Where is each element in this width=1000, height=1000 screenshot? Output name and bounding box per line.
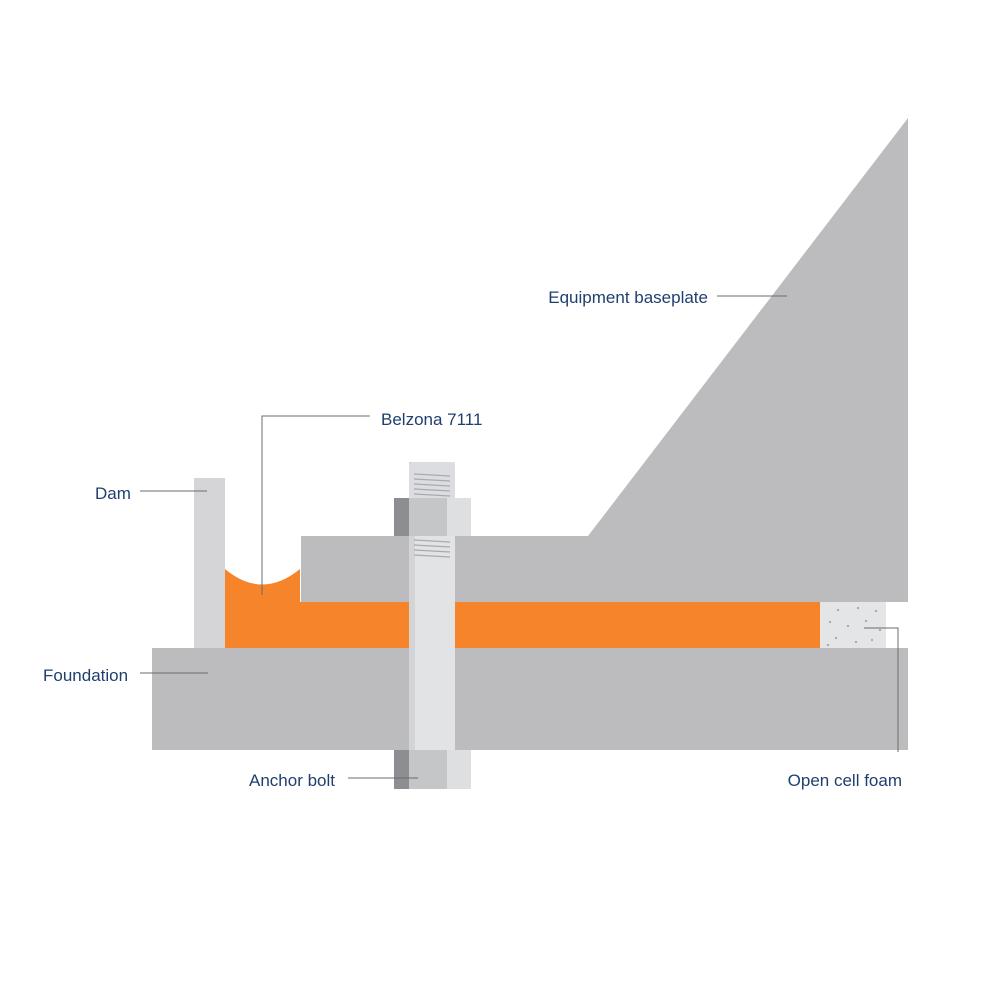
foam-leader	[864, 627, 899, 752]
lower-nut-mid-face	[409, 750, 447, 789]
label-belzona-7111: Belzona 7111	[381, 410, 482, 429]
bolt-threads-lower	[413, 539, 451, 558]
anchor-bolt-shaft-shade	[409, 462, 415, 788]
upper-nut-mid-face	[409, 498, 447, 536]
equipment-baseplate	[301, 118, 908, 602]
open-cell-foam	[820, 602, 886, 648]
label-open-cell-foam: Open cell foam	[788, 771, 902, 790]
bolt-threads-upper	[413, 473, 451, 497]
label-dam: Dam	[95, 484, 131, 503]
foam-cell-dots	[826, 606, 882, 647]
upper-nut-dark-face	[394, 498, 409, 536]
belzona-grout	[225, 569, 822, 648]
foundation-slab	[152, 648, 908, 750]
belzona-leader	[261, 415, 370, 595]
lower-nut-dark-face	[394, 750, 409, 789]
upper-nut-light-face	[447, 498, 471, 536]
dam-board	[194, 478, 225, 648]
label-equipment-baseplate: Equipment baseplate	[548, 288, 708, 307]
label-foundation: Foundation	[43, 666, 128, 685]
label-anchor-bolt: Anchor bolt	[249, 771, 335, 790]
lower-nut-light-face	[447, 750, 471, 789]
